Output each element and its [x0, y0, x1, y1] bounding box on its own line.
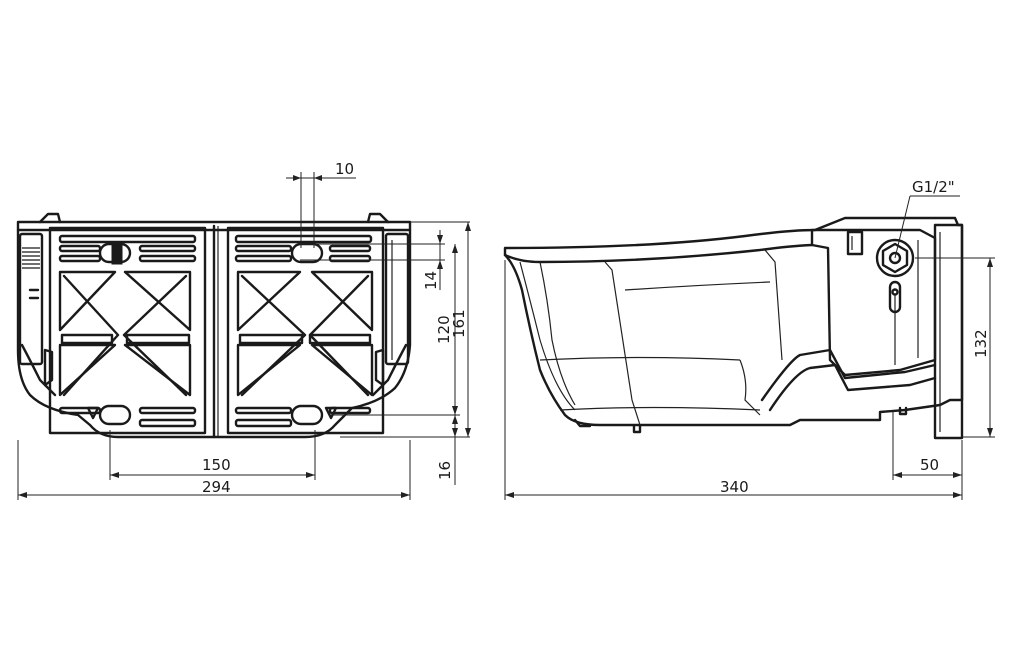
bowl-facet-3 — [739, 359, 761, 416]
bowl-rim-inner — [503, 243, 814, 264]
foot-1 — [573, 418, 592, 428]
stem-pin — [891, 288, 899, 296]
dim-width-total: 294 — [202, 478, 231, 496]
inlet-nut — [881, 242, 909, 274]
dim-base-offset: 16 — [436, 461, 454, 480]
front-dimensions — [17, 172, 471, 500]
mount-slot-top-right — [290, 242, 324, 264]
dim-bracket-depth: 50 — [920, 456, 939, 474]
bowl-facet-2 — [764, 249, 783, 361]
stem-slot — [888, 280, 902, 314]
dim-mount-height: 120 — [435, 315, 453, 344]
side-view — [503, 216, 964, 440]
bowl-bottom-line — [559, 406, 761, 411]
plate-right-ribs — [236, 270, 374, 420]
inlet-outer — [875, 238, 915, 278]
side-dimensions — [504, 195, 995, 500]
valve-channel — [760, 348, 937, 402]
dim-total-height: 161 — [450, 309, 468, 338]
front-top-rim-right — [366, 212, 390, 224]
valve-channel-2 — [768, 363, 937, 412]
left-bracket-marks — [28, 288, 40, 300]
wall-bracket — [933, 223, 964, 440]
plate-left-ribs — [58, 270, 192, 420]
bowl-waterline — [539, 356, 741, 361]
front-body-outline — [16, 220, 412, 439]
dim-thread: G1/2" — [912, 178, 955, 196]
right-lower-curve — [371, 343, 408, 397]
bowl-facet-1 — [604, 261, 641, 426]
dim-mount-spacing: 150 — [202, 456, 231, 474]
mount-slot-bottom-right — [290, 404, 324, 426]
left-lower-curve — [20, 343, 57, 397]
screw-marker — [111, 243, 123, 265]
front-top-rim — [38, 212, 62, 224]
dim-slot-width: 10 — [335, 160, 354, 178]
foot-2 — [632, 424, 642, 434]
dim-inlet-height: 132 — [972, 329, 990, 358]
valve-tab — [846, 230, 864, 256]
dim-slot-offset: 14 — [422, 271, 440, 290]
bowl-inner-curve — [519, 261, 576, 411]
foot-3 — [898, 406, 908, 416]
plate-right-bars — [234, 234, 373, 428]
valve-housing — [810, 228, 937, 377]
bowl-outline — [503, 216, 964, 427]
mount-slot-bottom-left — [98, 404, 132, 426]
plate-left — [48, 226, 207, 435]
plate-right — [226, 226, 385, 435]
left-thread-marks — [22, 247, 40, 269]
bowl-inner-curve-2 — [539, 261, 576, 406]
plate-left-bars — [58, 234, 197, 428]
dim-length-total: 340 — [720, 478, 749, 496]
bowl-facet-4 — [624, 281, 771, 291]
inlet-core — [888, 251, 902, 265]
right-bracket — [384, 232, 410, 366]
front-view — [16, 212, 412, 439]
